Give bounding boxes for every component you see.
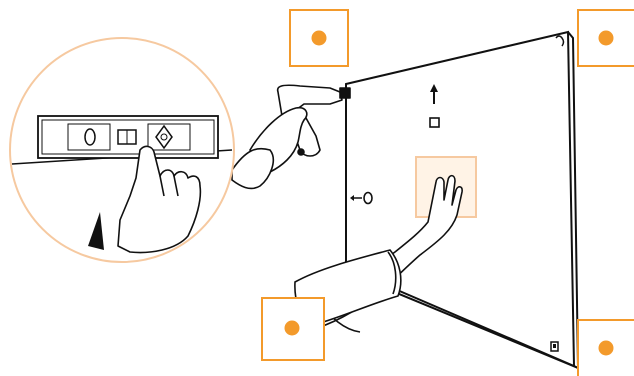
square-mark-icon — [429, 117, 440, 128]
left-arrow-circle-icon — [350, 191, 373, 205]
marker-bottom-left — [261, 297, 325, 361]
marker-top-right — [577, 9, 634, 67]
up-arrow-icon — [430, 84, 438, 104]
marker-top-center — [289, 9, 349, 67]
marker-bottom-right — [577, 319, 634, 376]
level-hand — [117, 145, 202, 254]
pointer-triangle — [88, 212, 104, 250]
drill-hand — [231, 106, 308, 190]
